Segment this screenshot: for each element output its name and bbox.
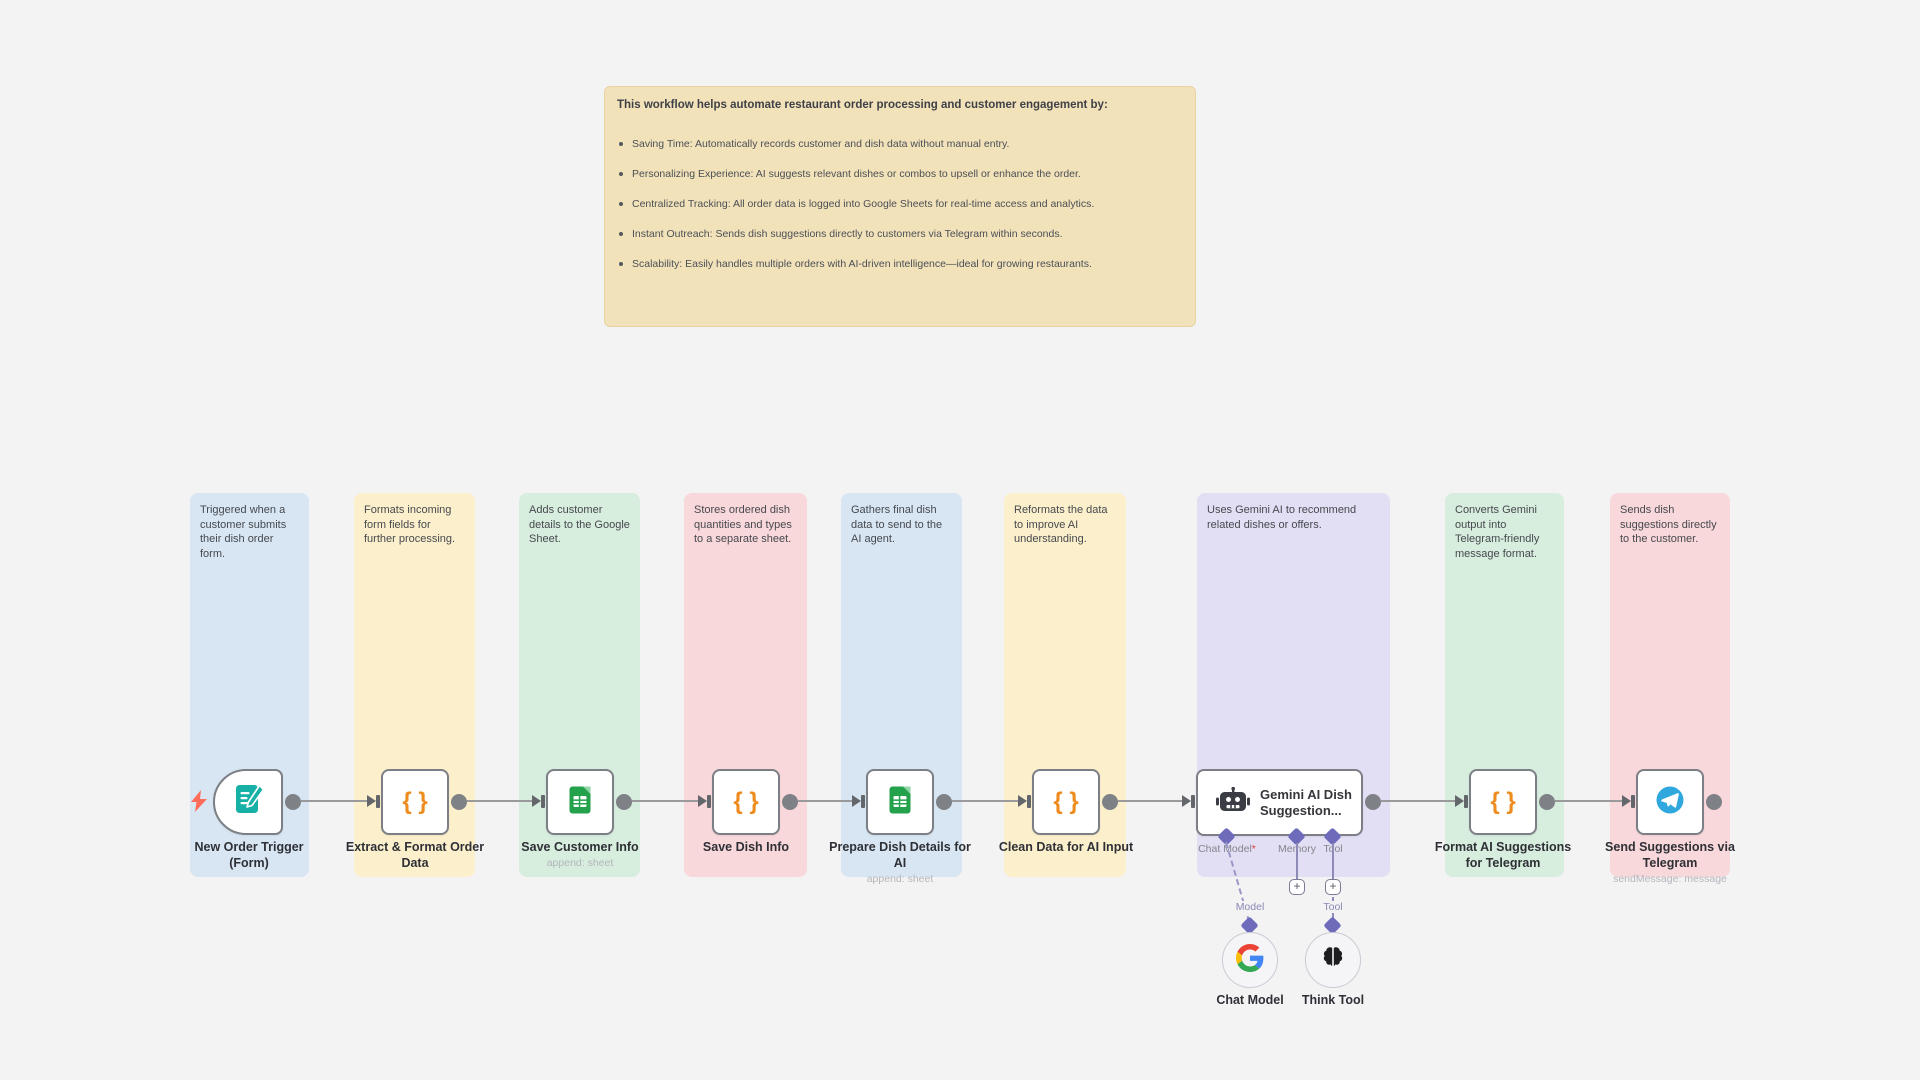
output-endpoint[interactable] [1102, 794, 1118, 810]
google-sheets-icon [884, 784, 916, 821]
note-text: Stores ordered dish quantities and types… [694, 504, 792, 545]
subnode-label: Chat Model [1216, 993, 1284, 1007]
input-arrow-icon [1182, 795, 1191, 807]
sticky-note[interactable]: This workflow helps automate restaurant … [604, 86, 1196, 327]
connection-line[interactable] [1381, 800, 1455, 802]
note-send-telegram[interactable]: Sends dish suggestions directly to the c… [1610, 493, 1730, 877]
memory-connection-line [1296, 843, 1298, 879]
sticky-bullet: Saving Time: Automatically records custo… [619, 129, 1094, 159]
connection-line[interactable] [952, 800, 1018, 802]
connection-line[interactable] [1118, 800, 1182, 802]
input-arrow-icon [1018, 795, 1027, 807]
code-icon: { } [402, 788, 428, 815]
tool-connection-line [1332, 843, 1334, 879]
subnode-label: Think Tool [1301, 993, 1365, 1007]
output-endpoint[interactable] [616, 794, 632, 810]
connection-line[interactable] [798, 800, 852, 802]
node-label: Clean Data for AI Input [998, 840, 1134, 854]
input-port [707, 795, 711, 808]
subnode-port-label-model: Model [1210, 901, 1290, 913]
connection-line[interactable] [1555, 800, 1622, 802]
output-endpoint[interactable] [285, 794, 301, 810]
note-format-telegram[interactable]: Converts Gemini output into Telegram-fri… [1445, 493, 1564, 877]
output-endpoint[interactable] [451, 794, 467, 810]
input-arrow-icon [852, 795, 861, 807]
input-port [1191, 795, 1195, 808]
note-text: Sends dish suggestions directly to the c… [1620, 504, 1717, 545]
node-save-dish[interactable]: { } [712, 769, 780, 835]
input-arrow-icon [1455, 795, 1464, 807]
node-extract-format[interactable]: { } [381, 769, 449, 835]
connection-line[interactable] [301, 800, 367, 802]
node-subtitle: sendMessage: message [1613, 873, 1727, 885]
note-text: Converts Gemini output into Telegram-fri… [1455, 504, 1540, 560]
note-text: Gathers final dish data to send to the A… [851, 504, 943, 545]
form-trigger-icon [231, 783, 265, 822]
node-label: Save Dish Info [702, 840, 790, 854]
sticky-title: This workflow helps automate restaurant … [617, 99, 1108, 111]
input-port [861, 795, 865, 808]
output-endpoint[interactable] [1365, 794, 1381, 810]
note-text: Reformats the data to improve AI underst… [1014, 504, 1108, 545]
input-port [1631, 795, 1635, 808]
node-clean-data[interactable]: { } [1032, 769, 1100, 835]
node-label: Save Customer Info append: sheet [480, 839, 680, 870]
note-text: Adds customer details to the Google Shee… [529, 504, 630, 545]
code-icon: { } [1053, 788, 1079, 815]
code-icon: { } [1490, 788, 1516, 815]
node-subtitle: append: sheet [546, 857, 614, 869]
input-arrow-icon [532, 795, 541, 807]
node-send-telegram[interactable] [1636, 769, 1704, 835]
telegram-icon [1655, 785, 1685, 820]
input-port [1027, 795, 1031, 808]
output-endpoint[interactable] [782, 794, 798, 810]
add-tool-button[interactable]: + [1325, 879, 1341, 895]
output-endpoint[interactable] [1539, 794, 1555, 810]
input-port [376, 795, 380, 808]
sticky-bullet-list: Saving Time: Automatically records custo… [619, 129, 1094, 279]
input-port [541, 795, 545, 808]
node-chat-model[interactable] [1222, 932, 1278, 988]
sticky-bullet: Personalizing Experience: AI suggests re… [619, 159, 1094, 189]
agent-node-title: Gemini AI Dish Suggestion... [1260, 786, 1352, 818]
node-gemini-ai-agent[interactable]: Gemini AI Dish Suggestion... [1196, 769, 1363, 836]
add-memory-button[interactable]: + [1289, 879, 1305, 895]
sticky-bullet: Centralized Tracking: All order data is … [619, 189, 1094, 219]
input-port [1464, 795, 1468, 808]
node-save-customer[interactable] [546, 769, 614, 835]
google-sheets-icon [564, 784, 596, 821]
node-format-telegram[interactable]: { } [1469, 769, 1537, 835]
trigger-bolt-icon [191, 790, 207, 817]
code-icon: { } [733, 788, 759, 815]
note-text: Formats incoming form fields for further… [364, 504, 456, 545]
required-marker: * [1251, 843, 1256, 855]
connection-line[interactable] [632, 800, 698, 802]
port-label-chat-model: Chat Model* [1198, 843, 1256, 855]
input-arrow-icon [367, 795, 376, 807]
note-text: Uses Gemini AI to recommend related dish… [1207, 504, 1357, 531]
node-prepare-dish[interactable] [866, 769, 934, 835]
input-arrow-icon [1622, 795, 1631, 807]
sticky-bullet: Scalability: Easily handles multiple ord… [619, 249, 1094, 279]
output-endpoint[interactable] [1706, 794, 1722, 810]
node-label: New Order Trigger(Form) [194, 840, 304, 870]
subnode-port-label-tool: Tool [1293, 901, 1373, 913]
google-icon [1236, 943, 1264, 977]
note-text: Triggered when a customer submits their … [200, 504, 287, 560]
node-new-order-trigger[interactable] [213, 769, 283, 835]
output-endpoint[interactable] [936, 794, 952, 810]
connection-line[interactable] [467, 800, 532, 802]
robot-icon [1216, 786, 1250, 818]
input-arrow-icon [698, 795, 707, 807]
node-subtitle: append: sheet [866, 873, 934, 885]
brain-icon [1320, 945, 1346, 976]
sticky-bullet: Instant Outreach: Sends dish suggestions… [619, 219, 1094, 249]
node-think-tool[interactable] [1305, 932, 1361, 988]
